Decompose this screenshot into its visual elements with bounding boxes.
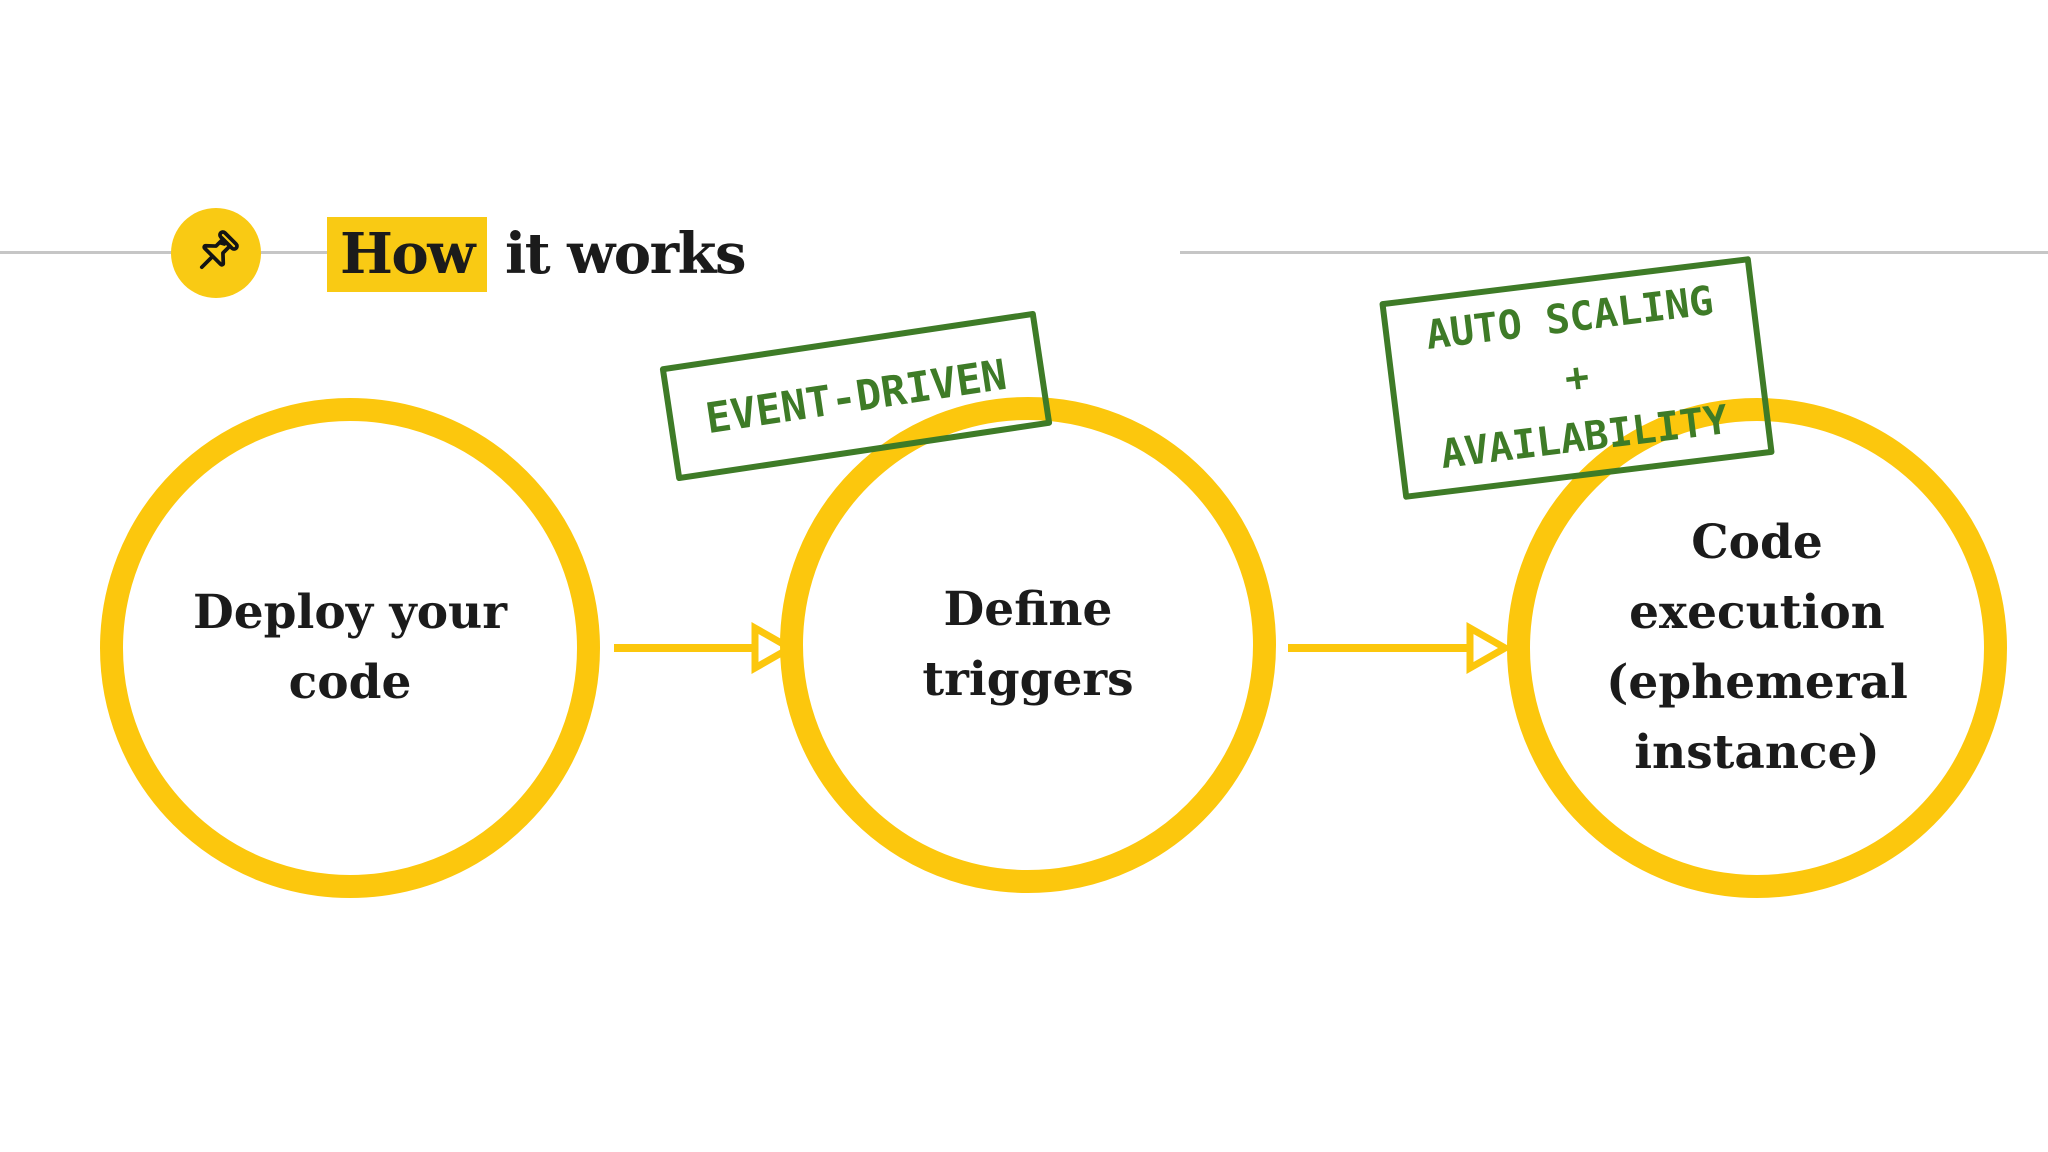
step-label-line: code: [288, 655, 412, 710]
flow-arrow-1: [612, 618, 798, 682]
step-label-line: Code: [1691, 515, 1823, 570]
step-circle-deploy-code: Deploy your code: [100, 398, 600, 898]
step-circle-define-triggers: Define triggers: [780, 397, 1276, 893]
stamp-text-line: EVENT-DRIVEN: [702, 349, 1010, 443]
step-label: Code execution (ephemeral instance): [1606, 508, 1908, 788]
step-label: Define triggers: [922, 575, 1133, 715]
page-title: How it works: [327, 217, 747, 292]
step-label-line: instance): [1634, 725, 1880, 780]
title-rest: it works: [486, 221, 747, 287]
step-label-line: triggers: [922, 652, 1134, 707]
step-label-line: execution: [1629, 585, 1885, 640]
step-label-line: (ephemeral: [1606, 655, 1908, 710]
stamp-text-line: +: [1562, 353, 1592, 403]
step-label-line: Define: [943, 582, 1113, 637]
pin-badge: [171, 208, 261, 298]
title-highlighted-word: How: [327, 217, 487, 292]
divider-line-left: [0, 251, 327, 254]
pushpin-icon: [199, 230, 239, 270]
flow-arrow-2: [1286, 618, 1513, 682]
divider-line-right: [1180, 251, 2048, 254]
step-label-line: Deploy your: [193, 585, 507, 640]
arrow-right-icon: [1288, 621, 1513, 675]
arrow-right-icon: [614, 621, 798, 675]
step-label: Deploy your code: [193, 578, 507, 718]
